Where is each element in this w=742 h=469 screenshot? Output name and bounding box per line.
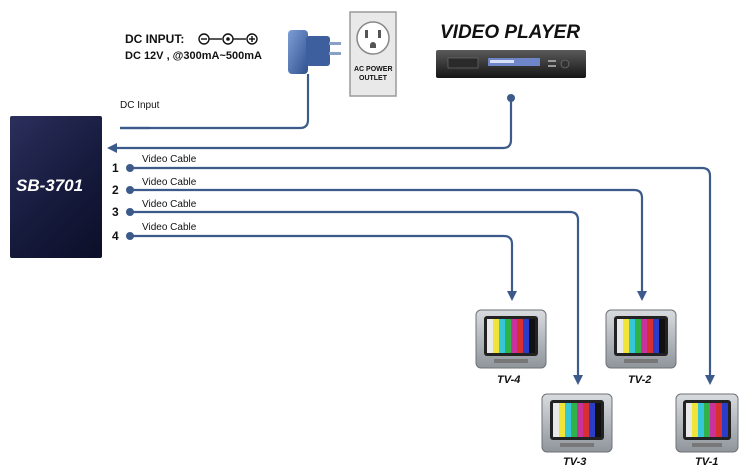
video-player-title: VIDEO PLAYER <box>440 22 581 43</box>
cable-tv3 <box>130 210 583 385</box>
tv-3-label: TV-3 <box>563 456 587 468</box>
cable-tv1 <box>130 166 715 385</box>
device-model-label: SB-3701 <box>16 176 84 195</box>
outlet-label-line2: OUTLET <box>359 75 387 82</box>
port-cables <box>126 164 715 385</box>
port-number-1: 1 <box>112 161 119 175</box>
tv-1 <box>675 393 739 453</box>
tv-4 <box>475 309 547 369</box>
port-number-3: 3 <box>112 205 119 219</box>
dc-polarity-icon <box>198 33 258 45</box>
cable-tv4 <box>130 234 517 301</box>
power-adapter <box>288 30 341 74</box>
cable-tv2 <box>130 188 647 301</box>
tv-3 <box>541 393 613 453</box>
tv-2-label: TV-2 <box>628 374 652 386</box>
tv-4-label: TV-4 <box>497 374 521 386</box>
power-cable <box>120 74 310 130</box>
video-player <box>436 50 586 78</box>
port-number-4: 4 <box>112 229 119 243</box>
tv-1-label: TV-1 <box>695 456 719 468</box>
sb-3701-device: SB-3701 <box>10 116 102 258</box>
dc-spec-label: DC 12V , @300mA~500mA <box>125 50 262 62</box>
dc-input-label: DC Input <box>120 100 160 111</box>
cable-label-1: Video Cable <box>142 154 197 165</box>
player-cable <box>107 98 513 153</box>
tv-2 <box>605 309 677 369</box>
cable-label-3: Video Cable <box>142 199 197 210</box>
dc-input-title: DC INPUT: <box>125 32 185 46</box>
cable-label-4: Video Cable <box>142 222 197 233</box>
port-number-2: 2 <box>112 183 119 197</box>
ac-outlet <box>349 11 397 97</box>
outlet-label-line1: AC POWER <box>354 66 393 73</box>
cable-label-2: Video Cable <box>142 177 197 188</box>
